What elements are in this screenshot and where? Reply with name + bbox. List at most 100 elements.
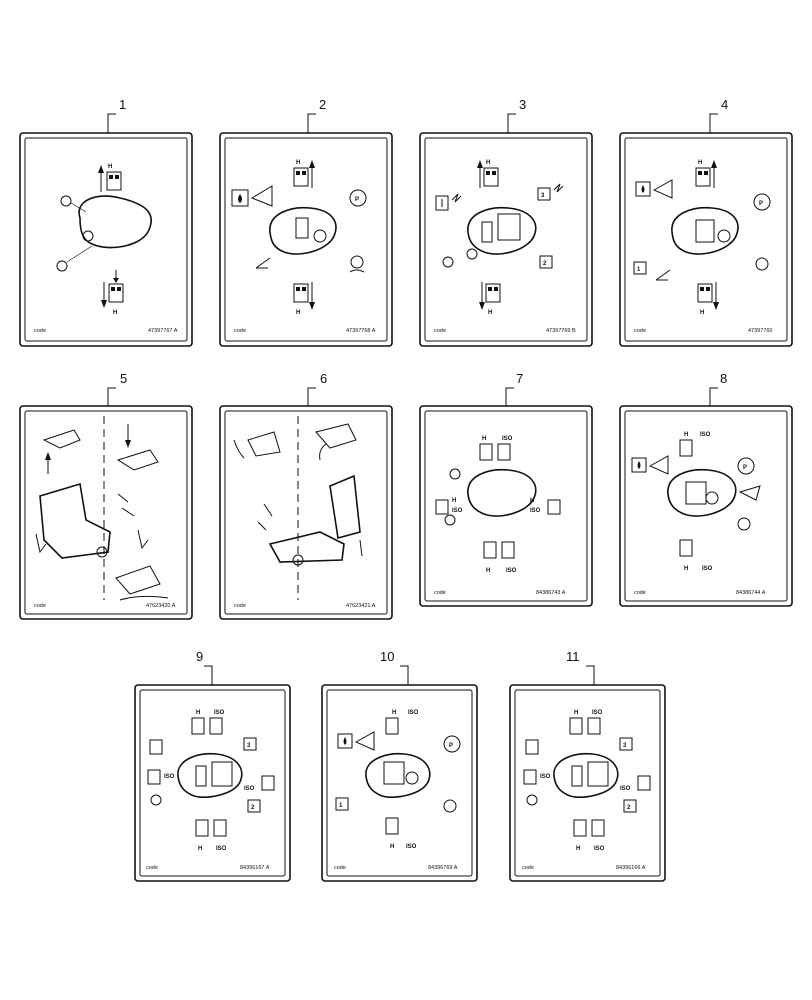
control-symbol-icon — [526, 794, 538, 806]
control-symbol-icon — [466, 248, 478, 260]
throttle-ramp-icon — [354, 731, 375, 751]
decal-code: code — [234, 603, 246, 609]
decal-code: code — [334, 865, 346, 871]
callout-number-3: 3 — [519, 97, 526, 112]
tractor-right-icon — [547, 499, 561, 515]
control-panel-icon — [685, 481, 707, 505]
left-iso-label: ISO — [452, 508, 463, 514]
decal-outer-border — [134, 684, 291, 882]
forward-iso-label: ISO — [502, 436, 513, 442]
decal-inner-border — [424, 137, 588, 342]
callout-number-8: 8 — [720, 371, 727, 386]
tractor-reverse-icon: H ISO — [483, 541, 517, 574]
pedal-down-icon — [116, 449, 159, 471]
decal-part-number: 47397760 — [748, 328, 772, 334]
control-symbol-icon — [405, 771, 419, 785]
oil-warning-icon — [231, 189, 249, 207]
tractor-reverse-icon: H — [697, 282, 719, 316]
gear-2-icon: 2 — [623, 799, 637, 813]
parking-brake-icon: P — [753, 193, 771, 211]
forward-iso-label: ISO — [700, 432, 711, 438]
decal-5: 5 code 47623420 A — [19, 371, 193, 620]
reverse-h-label: H — [488, 310, 492, 316]
gear-2-icon: 2 — [247, 799, 261, 813]
callout-number-11: 11 — [566, 649, 580, 664]
decal-inner-border — [224, 137, 388, 342]
callout-leader-1 — [107, 113, 116, 133]
left-iso-label: ISO — [540, 774, 551, 780]
right-iso-label: ISO — [620, 786, 631, 792]
steering-column-outline — [269, 206, 337, 255]
decal-code: code — [146, 865, 158, 871]
parking-brake-icon: P — [443, 735, 461, 753]
tractor-forward-icon: H ISO — [569, 710, 603, 735]
decal-3: 3 H H 3 2 — [419, 97, 593, 347]
left-h-label: H — [452, 498, 456, 504]
callout-number-9: 9 — [196, 649, 203, 664]
tractor-reverse-icon: H — [101, 270, 124, 316]
throttle-ramp-icon — [652, 179, 673, 199]
tractor-reverse-icon: H — [293, 282, 315, 316]
decal-part-number: 84396769 A — [428, 865, 458, 871]
park-label: P — [759, 201, 763, 207]
gear-3-icon: 3 — [619, 737, 633, 751]
decal-outer-border — [619, 405, 793, 607]
decal-code: code — [434, 328, 446, 334]
pedal-icon — [255, 257, 271, 269]
gear-1-icon: 1 — [633, 261, 647, 275]
decal-inner-border — [424, 410, 588, 602]
forward-h-label: H — [574, 710, 578, 716]
tractor-left-icon — [523, 769, 537, 785]
parking-brake-icon: P — [349, 189, 367, 207]
parking-brake-icon: P — [737, 457, 755, 475]
reverse-h-label: H — [198, 846, 202, 852]
callout-number-4: 4 — [721, 97, 728, 112]
reverse-h-label: H — [700, 310, 704, 316]
power-shift-icon — [149, 739, 163, 755]
reverse-iso-label: ISO — [216, 846, 227, 852]
decal-inner-border — [514, 689, 661, 877]
decal-inner-border — [624, 410, 788, 602]
control-symbol-icon — [444, 514, 456, 526]
steering-column-outline — [467, 206, 537, 255]
decal-code: code — [434, 590, 446, 596]
decal-outer-border — [219, 405, 393, 620]
pedal-left-icon — [247, 431, 281, 457]
control-panel-icon — [497, 213, 521, 241]
tractor-left-icon — [147, 769, 161, 785]
decal-part-number: 84396166 A — [616, 865, 646, 871]
control-symbol-icon — [705, 491, 719, 505]
decal-code: code — [634, 590, 646, 596]
pedal-right-icon — [315, 423, 357, 449]
forward-h-label: H — [482, 436, 486, 442]
callout-number-10: 10 — [380, 649, 394, 664]
decal-inner-border — [326, 689, 473, 877]
forward-iso-label: ISO — [592, 710, 603, 716]
park-label: P — [743, 465, 747, 471]
callout-number-1: 1 — [119, 97, 126, 112]
power-shift-icon — [525, 739, 539, 755]
decal-outer-border — [619, 132, 793, 347]
tractor-forward-icon: H — [98, 164, 122, 192]
callout-leader-2 — [307, 113, 316, 133]
motion-arrow-icon — [137, 529, 149, 550]
control-panel-icon — [195, 765, 207, 787]
decal-inner-border — [624, 137, 788, 342]
reverse-h-label: H — [684, 566, 688, 572]
control-symbol-icon — [449, 468, 461, 480]
right-iso-label: ISO — [530, 508, 541, 514]
tractor-reverse-icon: H ISO — [385, 817, 417, 850]
dial-icon — [737, 517, 751, 531]
control-symbol-icon — [82, 230, 94, 242]
decal-1: 1 H H code 47397767 A — [19, 97, 193, 347]
control-symbol-icon — [56, 260, 68, 272]
power-shift-icon — [435, 193, 462, 211]
tractor-forward-icon: H ISO — [679, 432, 711, 457]
tractor-reverse-icon: H — [479, 282, 501, 316]
left-iso-label: ISO — [164, 774, 175, 780]
control-panel-icon — [587, 761, 609, 787]
decal-code: code — [234, 328, 246, 334]
tractor-forward-icon: H — [695, 160, 717, 188]
dial-icon — [443, 799, 457, 813]
